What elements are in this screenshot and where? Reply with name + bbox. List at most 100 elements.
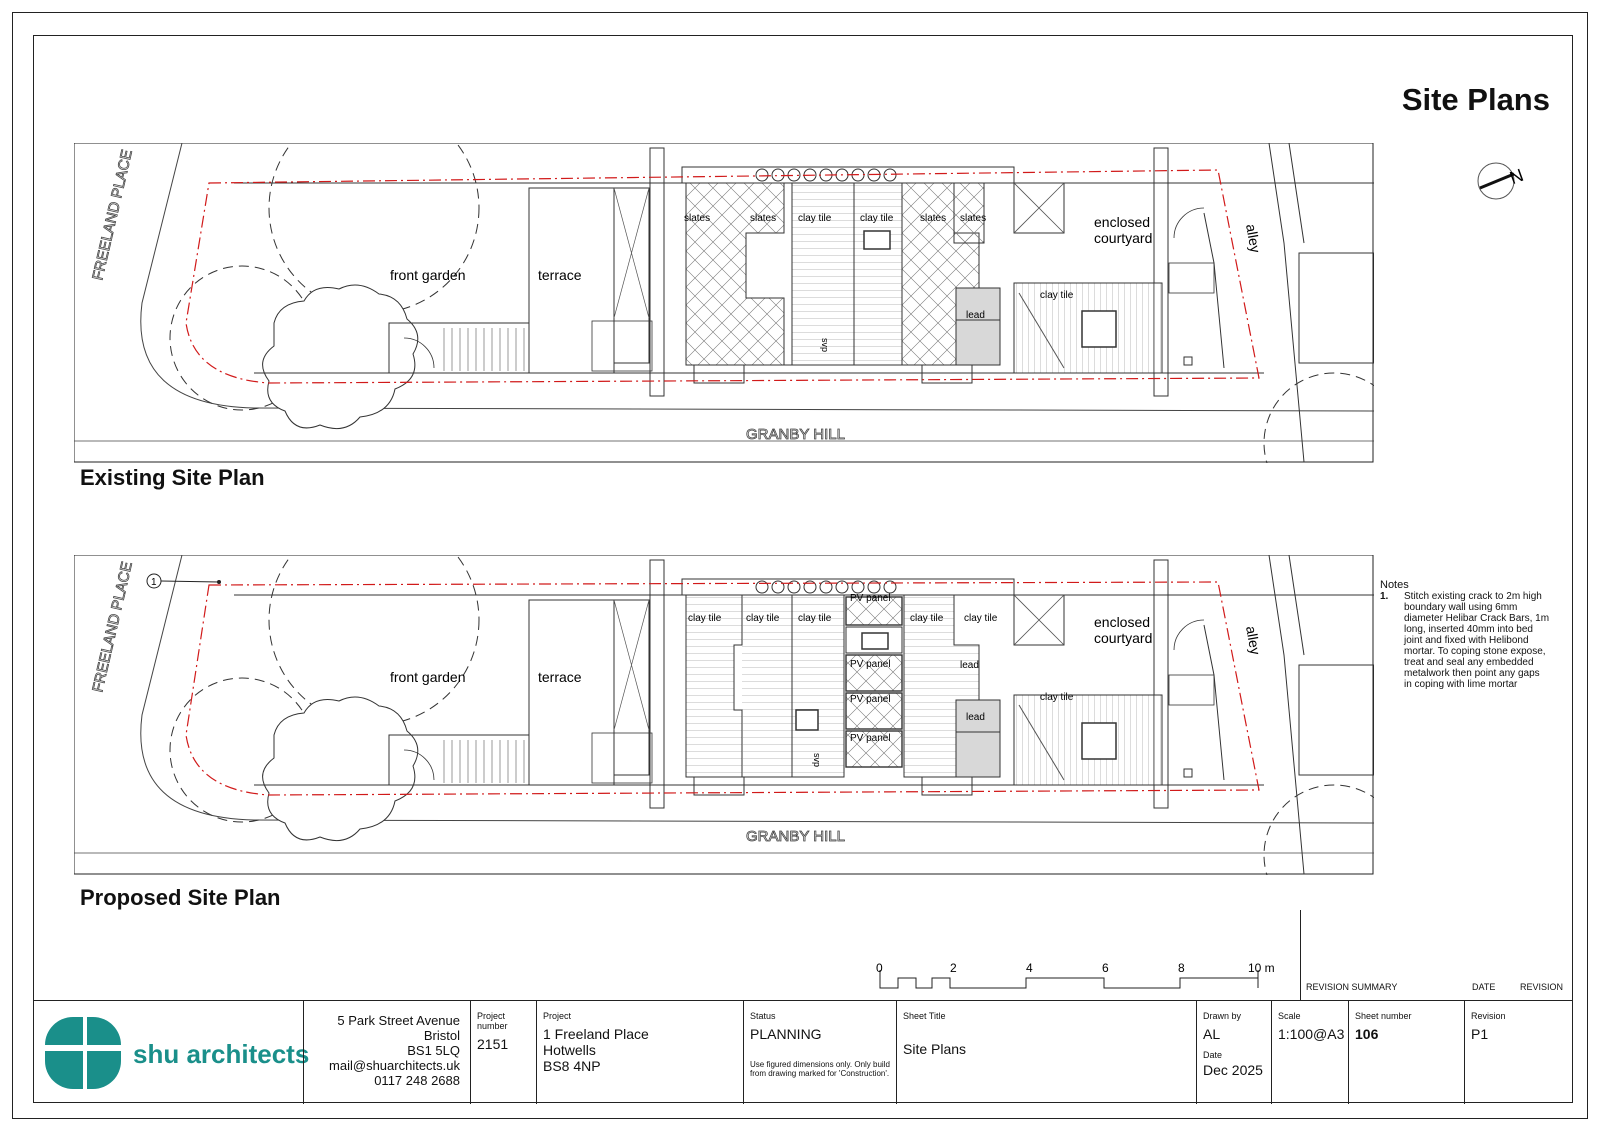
revision-label: Revision (1471, 1011, 1506, 1021)
project-line: Hotwells (543, 1042, 596, 1058)
shu-logo-icon: shu architects (45, 1017, 309, 1089)
label-svp: svp (820, 338, 830, 352)
notes-block: Notes 1. Stitch existing crack to 2m hig… (1380, 579, 1550, 691)
label-terrace: terrace (538, 669, 582, 685)
company-name: shu architects (133, 1039, 309, 1069)
drawn-by-value: AL (1203, 1026, 1221, 1042)
label-courtyard-2: courtyard (1094, 630, 1152, 646)
label-alley: alley (1243, 625, 1264, 656)
scale-label: Scale (1278, 1011, 1301, 1021)
label-front-garden: front garden (390, 669, 466, 685)
project-number-label: Project number (477, 1011, 508, 1031)
label-courtyard-1: enclosed (1094, 614, 1150, 630)
sheet-number-label: Sheet number (1355, 1011, 1412, 1021)
note-text: Stitch existing crack to 2m high boundar… (1404, 591, 1550, 690)
address-email: mail@shuarchitects.uk (329, 1058, 460, 1073)
label-terrace: terrace (538, 267, 582, 283)
sheet-heading: Site Plans (1401, 82, 1550, 117)
address-phone: 0117 248 2688 (374, 1073, 460, 1088)
label-lead-1: lead (960, 660, 979, 671)
project-label: Project (543, 1011, 572, 1021)
scale-bar: 0 2 4 6 8 10 m (876, 961, 1275, 989)
label-roof-5: clay tile (964, 613, 998, 624)
note-number: 1. (1380, 591, 1389, 602)
project-line: 1 Freeland Place (543, 1026, 649, 1042)
scale-tick: 4 (1026, 961, 1033, 975)
date-value: Dec 2025 (1203, 1062, 1263, 1078)
label-roof-1: clay tile (688, 613, 722, 624)
existing-plan-title: Existing Site Plan (80, 465, 265, 490)
revision-summary: REVISION SUMMARY DATE REVISION (1300, 910, 1573, 1000)
sheet-title-value: Site Plans (903, 1041, 967, 1057)
scale-tick: 10 m (1248, 961, 1275, 975)
status-note: from drawing marked for 'Construction'. (750, 1069, 890, 1078)
sheet-title-label: Sheet Title (903, 1011, 946, 1021)
label-clay-tile-rear: clay tile (1040, 692, 1074, 703)
scale-tick: 8 (1178, 961, 1185, 975)
label-clay-tile-rear: clay tile (1040, 290, 1074, 301)
revision-date-label: DATE (1472, 982, 1496, 992)
label-roof-2: clay tile (746, 613, 780, 624)
revision-revision-label: REVISION (1520, 982, 1564, 992)
svg-text:N: N (1507, 165, 1526, 188)
label-front-garden: front garden (390, 267, 466, 283)
label-alley: alley (1243, 223, 1264, 254)
status-cell: Status PLANNING Use figured dimensions o… (743, 1001, 896, 1104)
sheet-number-value: 106 (1355, 1026, 1379, 1042)
status-value: PLANNING (750, 1026, 822, 1042)
project-line: BS8 4NP (543, 1058, 601, 1074)
label-pv-3: PV panel (850, 694, 891, 705)
address-line: 5 Park Street Avenue (337, 1013, 460, 1028)
scale-value: 1:100@A3 (1278, 1026, 1345, 1042)
drawn-by-cell: Drawn by AL Date Dec 2025 (1196, 1001, 1271, 1104)
existing-site-plan: FREELAND PLACE GRANBY HILL front garden … (74, 143, 1374, 463)
label-pv-4: PV panel (850, 733, 891, 744)
street-label-freeland: FREELAND PLACE (89, 560, 136, 694)
address-cell: 5 Park Street Avenue Bristol BS1 5LQ mai… (303, 1001, 470, 1104)
notes-heading: Notes (1380, 579, 1409, 591)
note-marker: 1 (151, 577, 157, 588)
revision-value: P1 (1471, 1026, 1489, 1042)
label-courtyard-2: courtyard (1094, 230, 1152, 246)
label-roof-3: clay tile (798, 613, 832, 624)
status-note: Use figured dimensions only. Only build (750, 1060, 890, 1069)
date-label: Date (1203, 1050, 1223, 1060)
label-roof-5: slates (920, 213, 946, 224)
sheet-number-cell: Sheet number 106 (1348, 1001, 1464, 1104)
sheet-border (12, 12, 1588, 1119)
note-item: 1. Stitch existing crack to 2m high boun… (1380, 591, 1550, 690)
proposed-site-plan: 1 FREELAND PLACE GRANBY HILL front garde… (74, 555, 1374, 875)
address-line: Bristol (423, 1028, 460, 1043)
sheet-title-cell: Sheet Title Site Plans (896, 1001, 1196, 1104)
label-lead: lead (966, 310, 985, 321)
scale-tick: 2 (950, 961, 957, 975)
label-roof-2: slates (750, 213, 776, 224)
address-line: BS1 5LQ (407, 1043, 460, 1058)
label-roof-6: slates (960, 213, 986, 224)
label-roof-1: slates (684, 213, 710, 224)
label-roof-4: clay tile (910, 613, 944, 624)
label-lead-2: lead (966, 712, 985, 723)
company-cell: shu architects (33, 1001, 310, 1104)
scale-tick: 0 (876, 961, 883, 975)
title-block: shu architects 5 Park Street Avenue Bris… (33, 1000, 1573, 1104)
revision-cell: Revision P1 (1464, 1001, 1573, 1104)
scale-tick: 6 (1102, 961, 1109, 975)
street-label-freeland: FREELAND PLACE (89, 148, 136, 282)
north-arrow-icon: N (1477, 162, 1526, 200)
drawing-frame (33, 35, 1573, 1103)
label-pv-1: PV panel (850, 593, 891, 604)
revision-summary-label: REVISION SUMMARY (1306, 982, 1398, 992)
label-roof-4: clay tile (860, 213, 894, 224)
project-number-cell: Project number 2151 (470, 1001, 536, 1104)
label-pv-2: PV panel (850, 659, 891, 670)
street-label-granby: GRANBY HILL (746, 426, 845, 443)
label-courtyard-1: enclosed (1094, 214, 1150, 230)
proposed-plan-title: Proposed Site Plan (80, 885, 281, 910)
project-cell: Project 1 Freeland Place Hotwells BS8 4N… (536, 1001, 743, 1104)
label-roof-3: clay tile (798, 213, 832, 224)
project-number: 2151 (477, 1036, 509, 1052)
label-svp: svp (812, 753, 822, 767)
status-label: Status (750, 1011, 776, 1021)
drawn-by-label: Drawn by (1203, 1011, 1242, 1021)
